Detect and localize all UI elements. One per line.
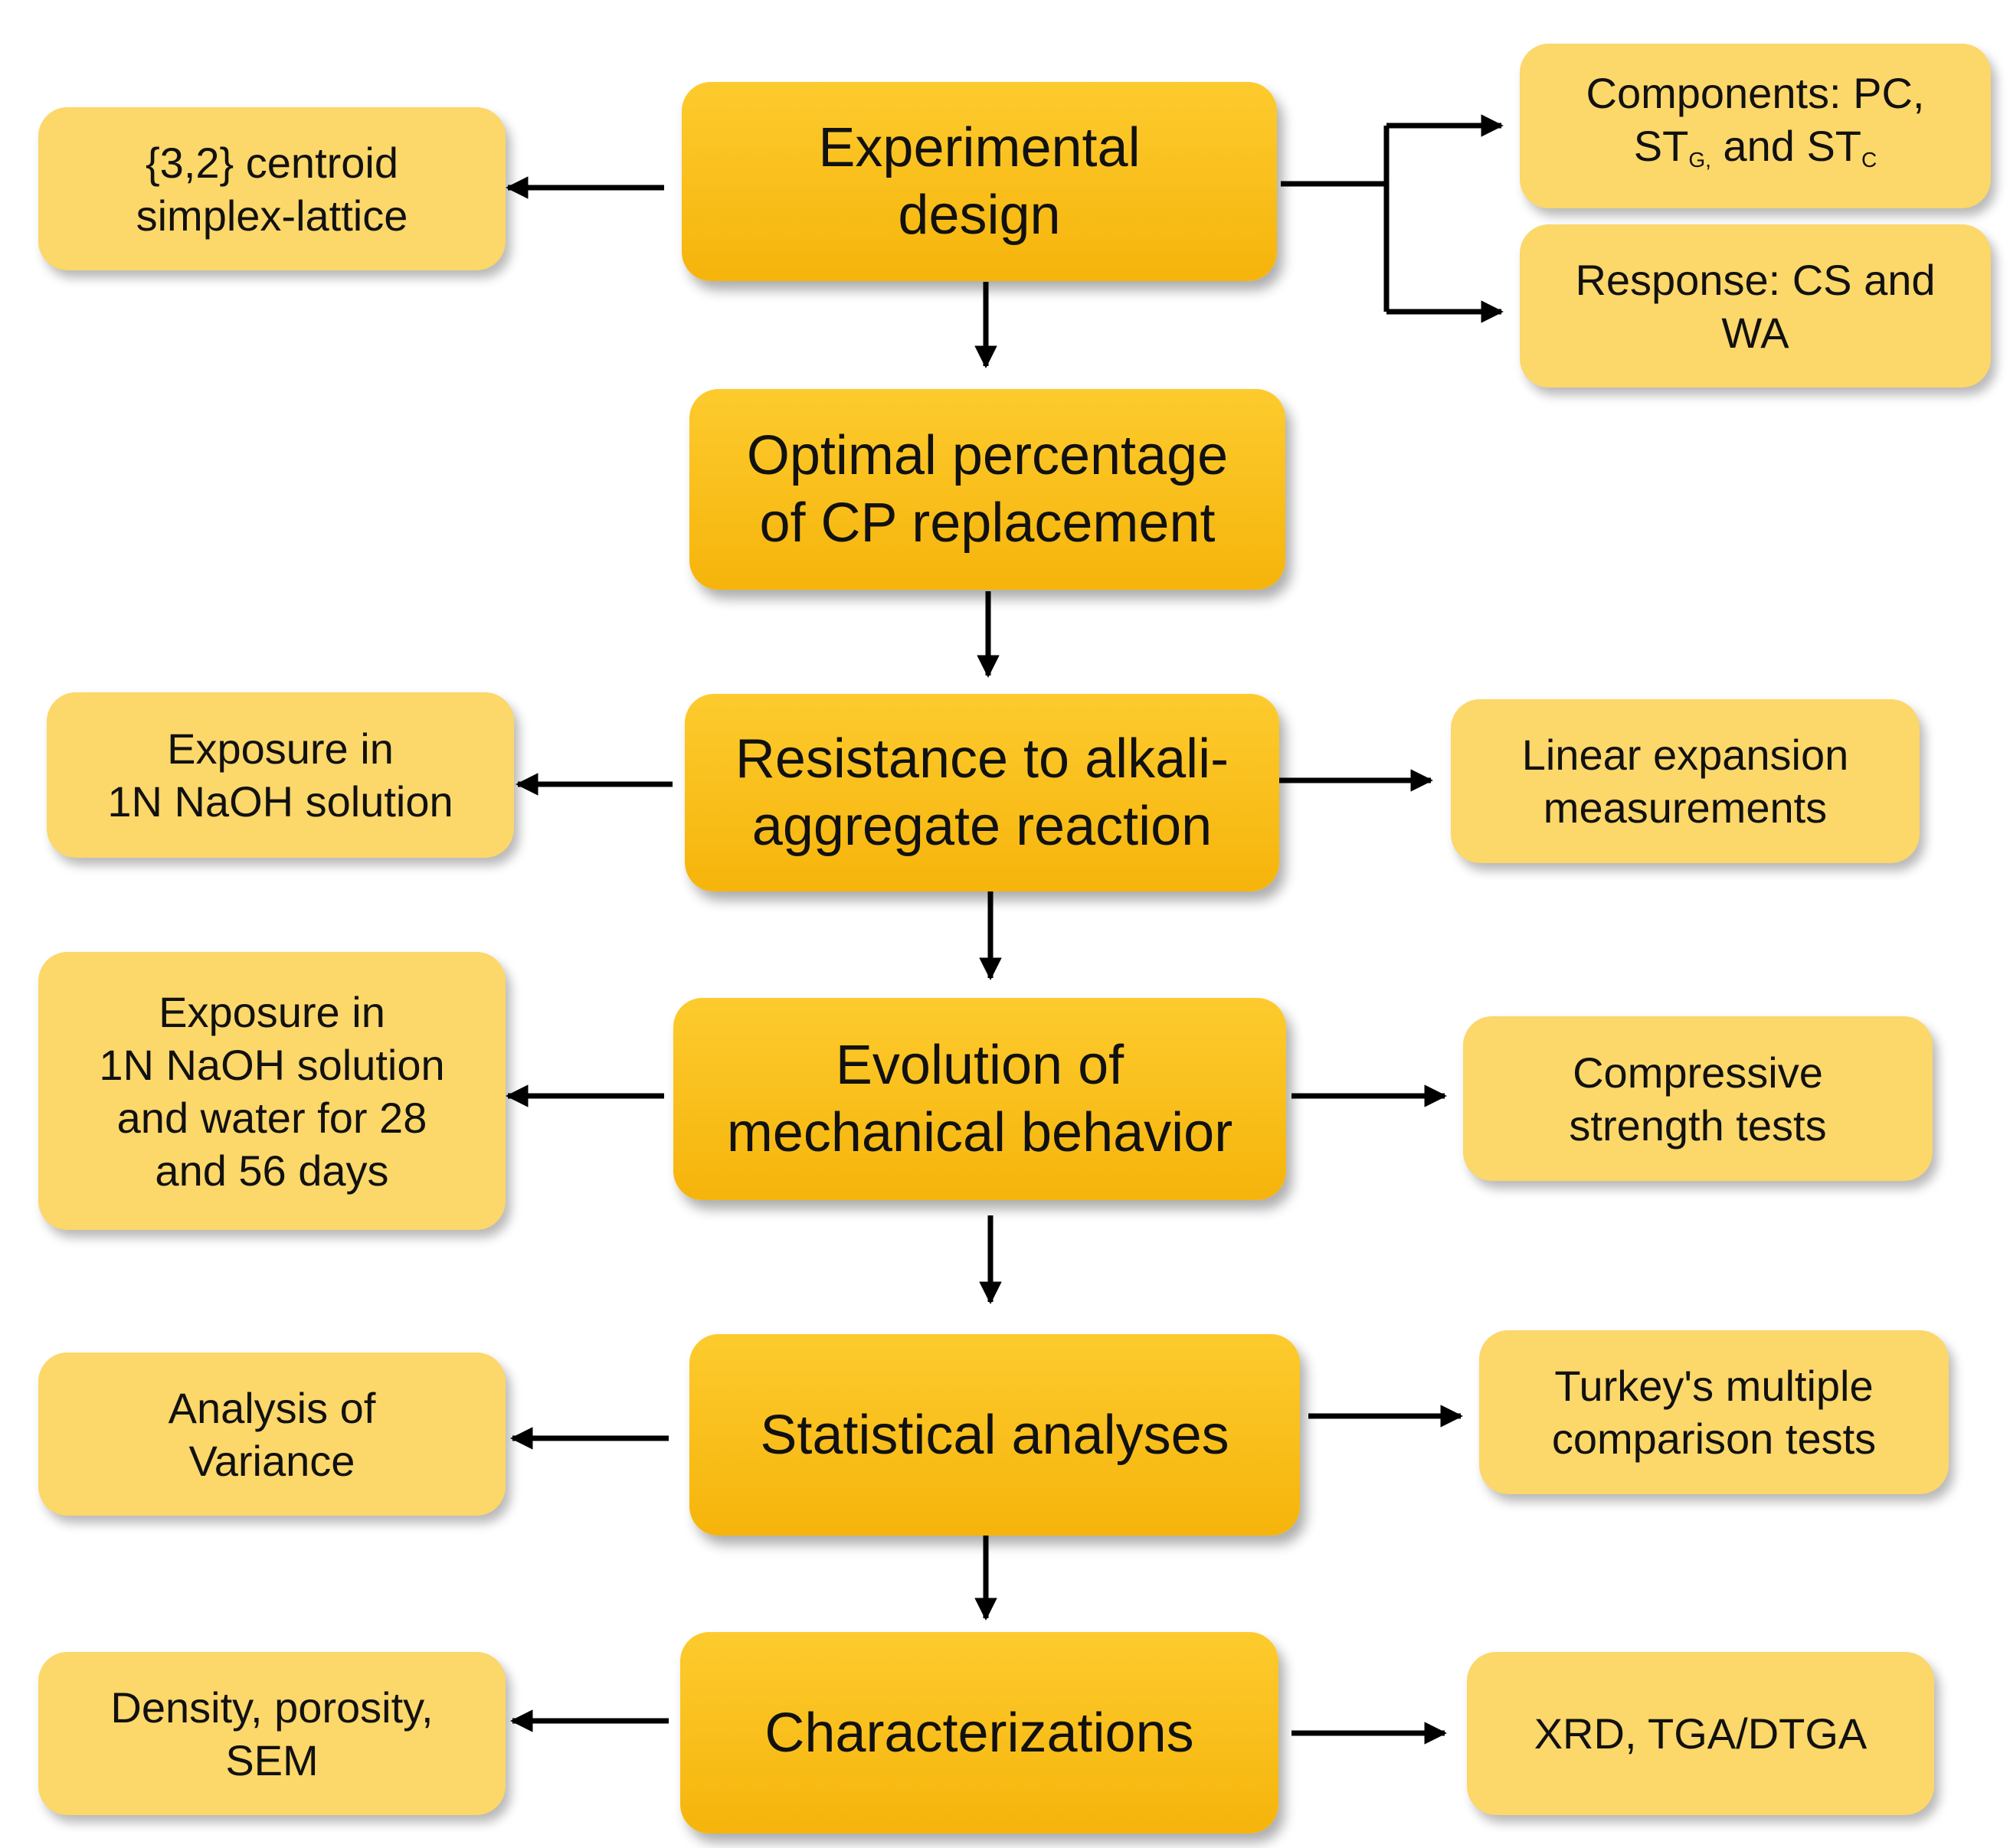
step-optimal-percentage-label: Optimal percentage of CP replacement xyxy=(746,425,1229,554)
step-mechanical-behavior-label: Evolution of mechanical behavior xyxy=(726,1035,1233,1163)
components-and: and xyxy=(1710,121,1807,170)
note-compressive-strength: Compressive strength tests xyxy=(1463,1016,1933,1181)
note-turkey-tests-label: Turkey's multiple comparison tests xyxy=(1551,1362,1877,1463)
step-experimental-design: Experimental design xyxy=(682,82,1277,281)
step-characterizations-label: Characterizations xyxy=(764,1702,1194,1764)
note-exposure-naoh-label: Exposure in 1N NaOH solution xyxy=(107,724,453,826)
note-anova-label: Analysis of Variance xyxy=(168,1383,376,1485)
note-exposure-naoh-water: Exposure in 1N NaOH solution and water f… xyxy=(38,952,506,1230)
st-g-subscript: G, xyxy=(1688,147,1711,172)
note-simplex-lattice-label: {3,2} centroid simplex-lattice xyxy=(136,138,408,240)
note-simplex-lattice: {3,2} centroid simplex-lattice xyxy=(38,107,506,270)
step-statistical-analyses-label: Statistical analyses xyxy=(760,1404,1229,1466)
note-response: Response: CS and WA xyxy=(1520,224,1991,388)
step-resistance-aar: Resistance to alkali- aggregate reaction xyxy=(685,694,1279,891)
note-anova: Analysis of Variance xyxy=(38,1352,506,1516)
note-components-label: Components: PC, STG, and STC xyxy=(1586,67,1925,186)
note-exposure-naoh-water-label: Exposure in 1N NaOH solution and water f… xyxy=(99,987,445,1195)
note-density-porosity-sem: Density, porosity, SEM xyxy=(38,1652,506,1815)
step-optimal-percentage: Optimal percentage of CP replacement xyxy=(689,389,1285,590)
note-components: Components: PC, STG, and STC xyxy=(1520,44,1991,208)
st-c-term: ST xyxy=(1806,121,1861,170)
note-density-porosity-sem-label: Density, porosity, SEM xyxy=(110,1683,434,1784)
step-resistance-aar-label: Resistance to alkali- aggregate reaction xyxy=(735,728,1229,857)
step-statistical-analyses: Statistical analyses xyxy=(689,1334,1300,1536)
note-xrd-tga: XRD, TGA/DTGA xyxy=(1467,1652,1934,1815)
step-experimental-design-label: Experimental design xyxy=(818,117,1141,246)
st-g-term: ST xyxy=(1633,121,1689,170)
note-linear-expansion: Linear expansion measurements xyxy=(1451,699,1920,863)
note-xrd-tga-label: XRD, TGA/DTGA xyxy=(1534,1709,1868,1758)
note-turkey-tests: Turkey's multiple comparison tests xyxy=(1479,1330,1949,1494)
step-characterizations: Characterizations xyxy=(680,1632,1278,1833)
note-exposure-naoh: Exposure in 1N NaOH solution xyxy=(47,692,514,858)
step-mechanical-behavior: Evolution of mechanical behavior xyxy=(673,998,1286,1200)
st-c-subscript: C xyxy=(1861,147,1877,172)
components-line1: Components: PC, xyxy=(1586,68,1925,117)
note-linear-expansion-label: Linear expansion measurements xyxy=(1521,731,1849,832)
note-compressive-strength-label: Compressive strength tests xyxy=(1569,1048,1827,1150)
note-response-label: Response: CS and WA xyxy=(1575,255,1936,357)
